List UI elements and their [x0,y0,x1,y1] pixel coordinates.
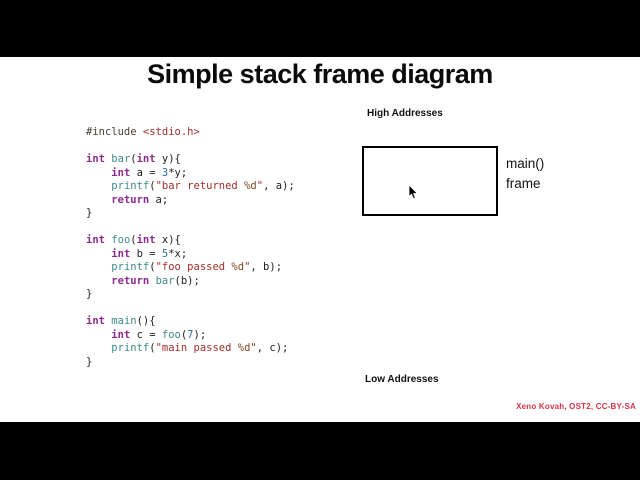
mouse-cursor-icon [408,184,420,206]
main-frame-label-line1: main() [506,156,545,171]
stack-frame-box [362,146,498,216]
slide-title: Simple stack frame diagram [147,59,493,89]
main-frame-label: main() frame [506,154,544,194]
high-addresses-label: High Addresses [367,108,443,119]
presentation-slide: Simple stack frame diagram #include <std… [0,57,640,422]
letterbox-bottom [0,422,640,480]
attribution: Xeno Kovah, OST2, CC-BY-SA [516,402,636,411]
code-block: #include <stdio.h> int bar(int y){ int a… [86,126,295,368]
main-frame-label-line2: frame [506,176,541,191]
letterbox-top [0,0,640,57]
low-addresses-label: Low Addresses [365,374,439,385]
